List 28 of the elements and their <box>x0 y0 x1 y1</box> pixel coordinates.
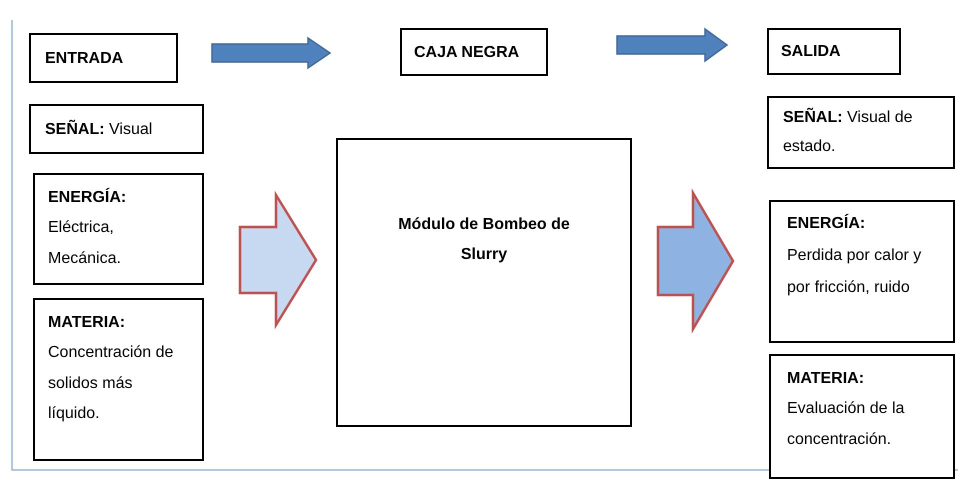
label-text: Eléctrica, Mecánica. <box>48 218 122 269</box>
label-text: ENTRADA <box>45 49 124 69</box>
block-arrow <box>211 36 332 70</box>
text-box <box>400 28 548 76</box>
label-text: Evaluación de la concentración. <box>787 399 906 450</box>
block-arrow <box>616 28 728 62</box>
block-arrow <box>238 190 318 330</box>
heading-text: ENERGÍA: <box>48 186 128 208</box>
text-box <box>33 173 204 285</box>
label-text: Perdida por calor y por fricción, ruido <box>787 246 922 298</box>
block-arrow <box>656 188 734 334</box>
text-box <box>33 298 204 461</box>
process-box <box>336 138 632 427</box>
label-text: Módulo de Bombeo de Slurry <box>398 215 570 266</box>
heading-text: MATERIA: <box>48 313 126 333</box>
heading-text: MATERIA: <box>787 369 866 389</box>
label-text: SEÑAL: Visual <box>45 118 154 140</box>
label-text: Concentración de solidos más líquido. <box>48 343 174 424</box>
label-text: CAJA NEGRA <box>414 43 520 63</box>
text-box <box>767 28 901 75</box>
label-text: SEÑAL: Visual de estado. <box>783 106 914 157</box>
text-box <box>767 96 955 169</box>
text-box <box>769 354 955 479</box>
text-box <box>769 200 955 343</box>
text-box <box>29 33 178 83</box>
heading-text: ENERGÍA: <box>787 212 866 234</box>
text-box <box>29 104 204 154</box>
label-text: SALIDA <box>781 42 842 62</box>
